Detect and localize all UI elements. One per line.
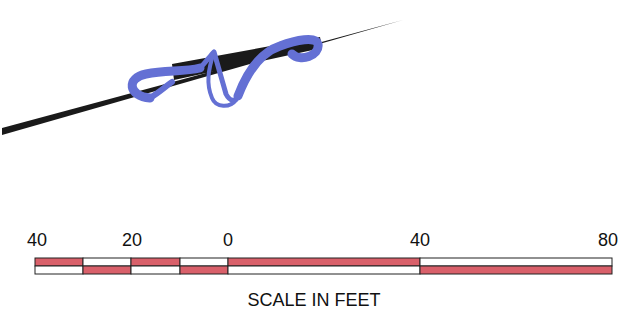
scale-tick-label: 40 <box>27 231 47 249</box>
north-letter <box>132 40 318 106</box>
scale-tick-label: 80 <box>598 231 618 249</box>
scale-title: SCALE IN FEET <box>247 291 380 309</box>
scale-tick-label: 20 <box>122 231 142 249</box>
scale-bar <box>35 258 612 274</box>
scale-tick-label: 40 <box>410 231 430 249</box>
scale-tick-label: 0 <box>223 231 233 249</box>
north-arrow-needle <box>2 20 403 135</box>
